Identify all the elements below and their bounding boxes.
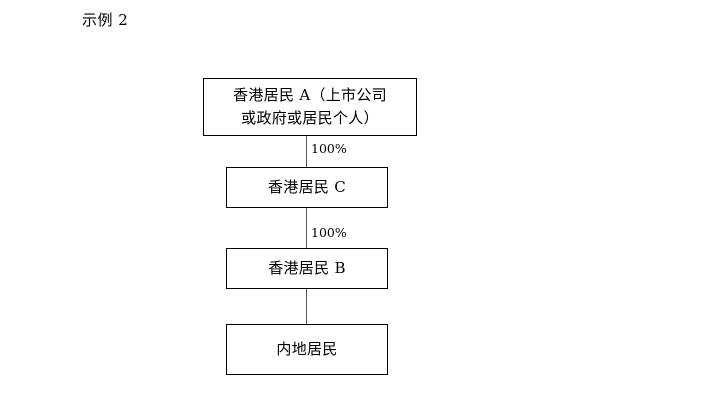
node-label: 香港居民 C: [267, 178, 347, 196]
node-label: 香港居民 B: [268, 259, 346, 277]
connector-c-to-b: [306, 208, 307, 248]
node-hk-resident-c: 香港居民 C: [226, 167, 388, 208]
node-mainland-resident: 内地居民: [226, 324, 388, 375]
connector-a-to-c: [306, 136, 307, 167]
connector-label-c-to-b: 100%: [311, 225, 347, 240]
node-label: 香港居民 A（上市公司 或政府或居民个人）: [233, 86, 387, 127]
node-label: 内地居民: [276, 340, 338, 358]
connector-label-a-to-c: 100%: [311, 141, 347, 156]
node-hk-resident-a: 香港居民 A（上市公司 或政府或居民个人）: [203, 78, 417, 136]
node-hk-resident-b: 香港居民 B: [226, 248, 388, 289]
connector-b-to-mainland: [306, 289, 307, 324]
page-title: 示例 2: [82, 11, 129, 29]
